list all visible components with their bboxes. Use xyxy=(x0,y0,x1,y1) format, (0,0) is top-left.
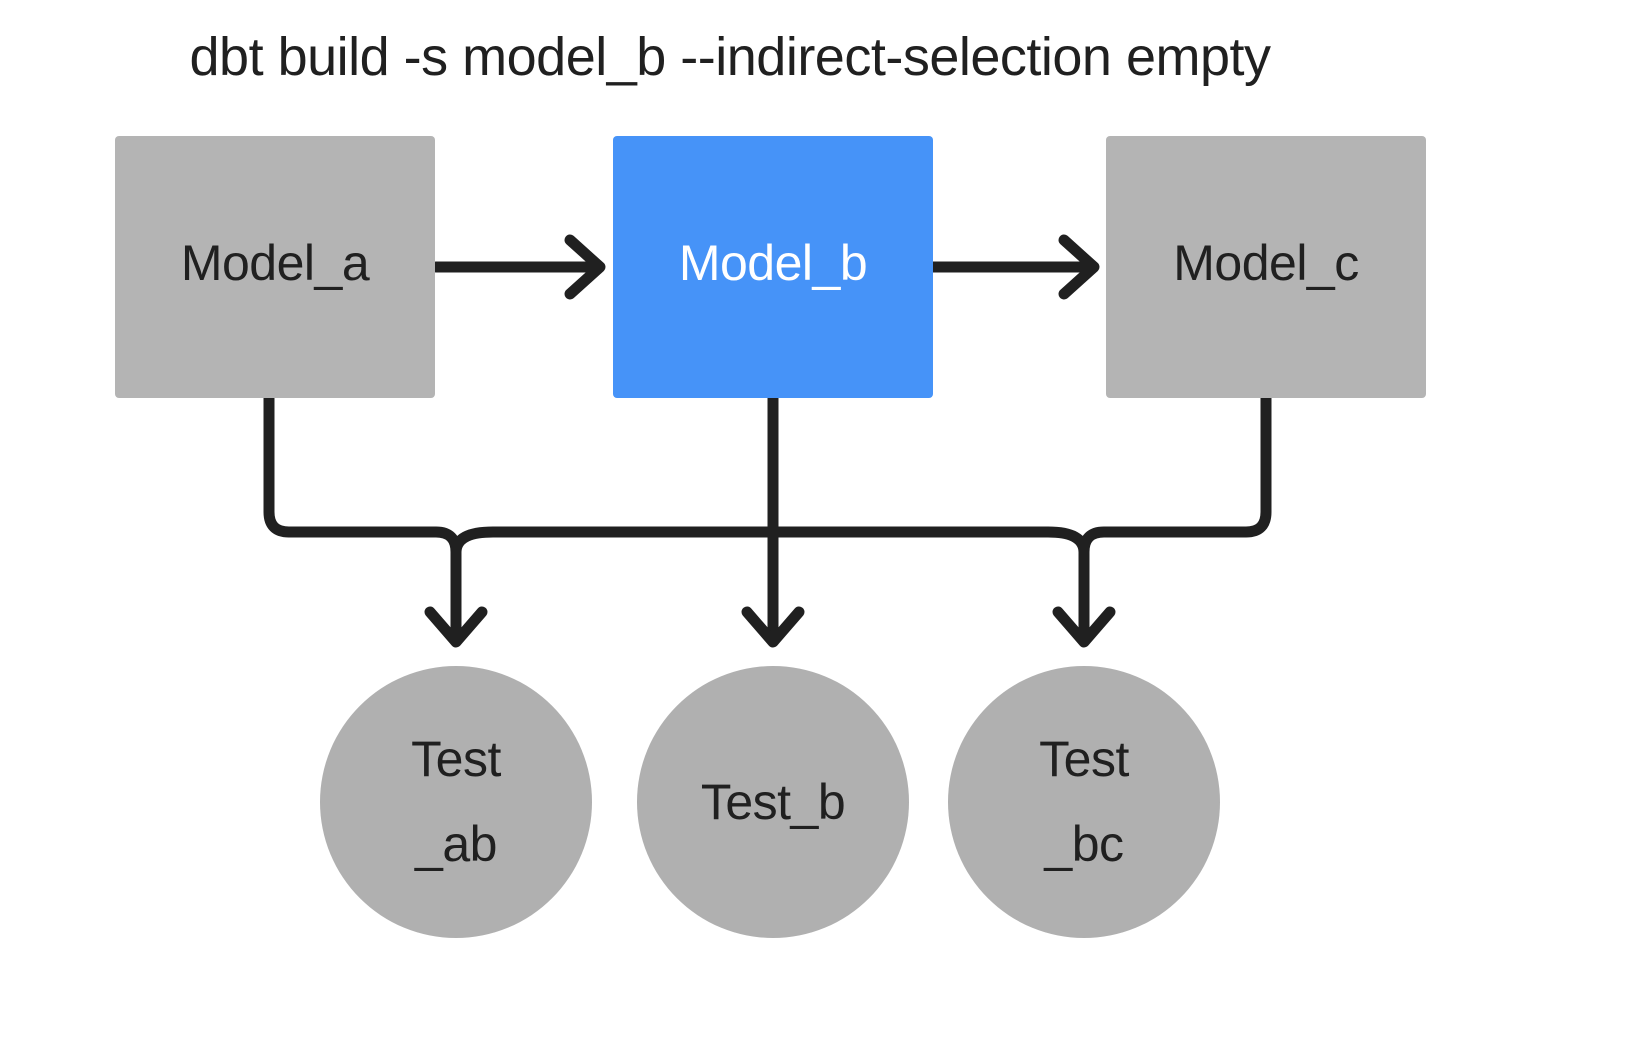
node-model-c[interactable]: Model_c xyxy=(1106,136,1426,398)
node-model-a-label: Model_a xyxy=(180,235,370,291)
node-test-b[interactable]: Test_b xyxy=(637,666,909,938)
arrowhead-model-a-to-model-b xyxy=(564,234,606,300)
node-test-b-label: Test_b xyxy=(700,773,846,830)
edge-model-b-to-test-bc xyxy=(767,526,1090,558)
node-test-ab-label: Test _ab xyxy=(411,731,501,872)
node-model-a[interactable]: Model_a xyxy=(115,136,435,398)
node-model-b[interactable]: Model_b xyxy=(613,136,933,398)
node-model-b-label: Model_b xyxy=(678,235,868,291)
arrowhead-test-bc xyxy=(1052,606,1116,648)
edge-model-a-to-test-ab xyxy=(263,392,462,558)
edge-model-c-to-test-bc xyxy=(1078,392,1272,558)
node-model-c-label: Model_c xyxy=(1173,235,1359,291)
arrowhead-model-b-to-model-c xyxy=(1058,234,1100,300)
arrowhead-test-b xyxy=(741,606,805,648)
node-test-ab[interactable]: Test _ab xyxy=(320,666,592,938)
node-test-bc[interactable]: Test _bc xyxy=(948,666,1220,938)
diagram-title: dbt build -s model_b --indirect-selectio… xyxy=(189,27,1272,87)
node-test-bc-label: Test _bc xyxy=(1039,731,1129,872)
arrowhead-test-ab xyxy=(424,606,488,648)
edge-model-b-to-test-ab xyxy=(450,526,779,558)
